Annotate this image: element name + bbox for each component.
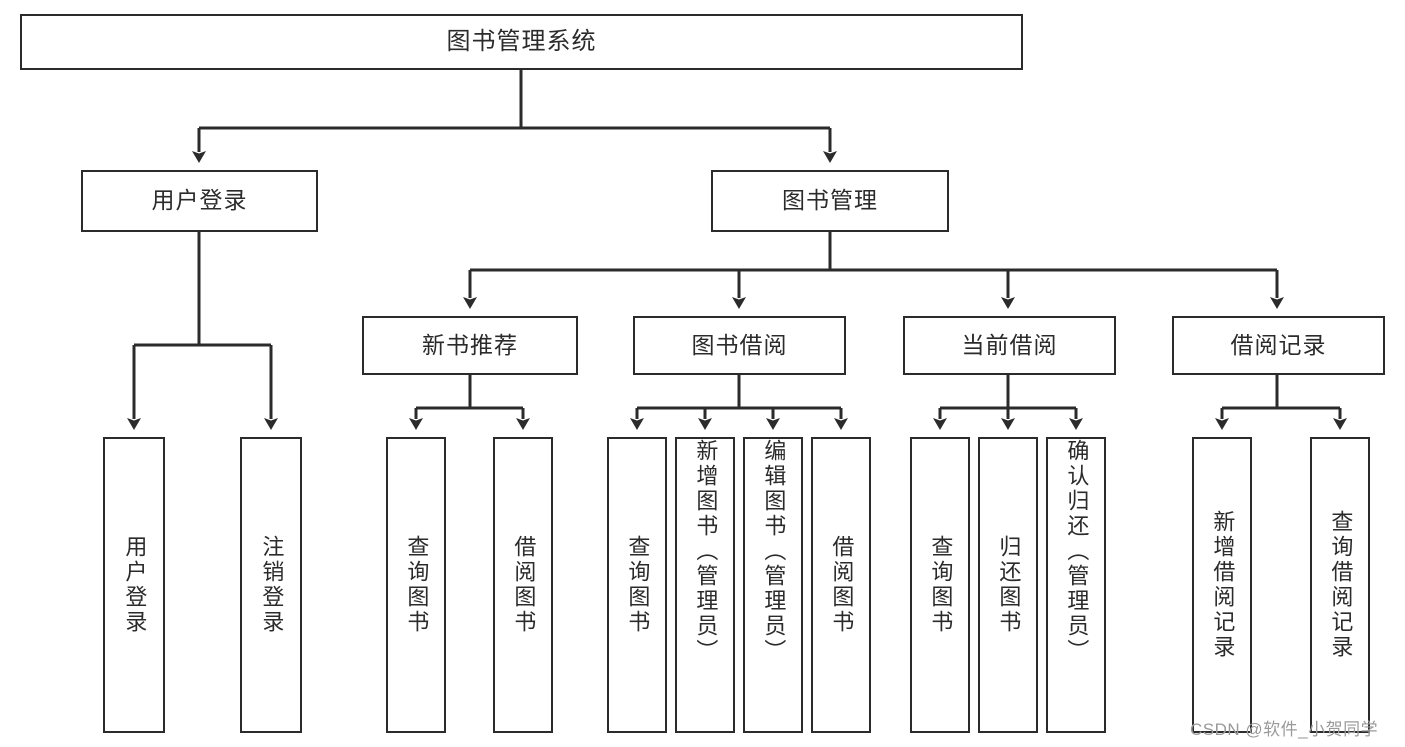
node-label: 图书管理系统 <box>446 27 597 55</box>
leaf-borrow-book-recommend[interactable]: 借阅图书 <box>493 437 553 733</box>
csdn-watermark: CSDN @软件_小贺同学 <box>1190 720 1379 739</box>
leaf-add-book[interactable]: 新增图书（管理员） <box>675 437 735 733</box>
leaf-edit-book[interactable]: 编辑图书（管理员） <box>743 437 803 733</box>
node-root-system[interactable]: 图书管理系统 <box>20 14 1023 70</box>
node-new-book-recommend[interactable]: 新书推荐 <box>362 316 578 375</box>
node-label: 查询图书 <box>928 535 954 635</box>
node-label: 注销登录 <box>259 535 285 635</box>
leaf-user-login[interactable]: 用户登录 <box>103 437 165 733</box>
node-label: 新书推荐 <box>422 331 518 358</box>
node-user-login[interactable]: 用户登录 <box>81 170 318 232</box>
node-label: 新增图书（管理员） <box>693 439 719 664</box>
leaf-confirm-return[interactable]: 确认归还（管理员） <box>1046 437 1106 733</box>
node-borrow-record[interactable]: 借阅记录 <box>1172 316 1385 375</box>
node-label: 借阅图书 <box>511 535 537 635</box>
node-label: 查询借阅记录 <box>1328 510 1354 660</box>
node-book-management[interactable]: 图书管理 <box>711 170 949 232</box>
node-label: 查询图书 <box>625 535 651 635</box>
node-label: 借阅图书 <box>829 535 855 635</box>
leaf-logout[interactable]: 注销登录 <box>240 437 302 733</box>
node-current-borrow[interactable]: 当前借阅 <box>903 316 1116 375</box>
leaf-borrow-book[interactable]: 借阅图书 <box>811 437 871 733</box>
node-label: 借阅记录 <box>1230 331 1327 358</box>
node-label: 确认归还（管理员） <box>1064 439 1090 664</box>
leaf-add-borrow-record[interactable]: 新增借阅记录 <box>1192 437 1252 733</box>
leaf-query-book-borrow[interactable]: 查询图书 <box>607 437 667 733</box>
leaf-return-book[interactable]: 归还图书 <box>978 437 1038 733</box>
node-label: 编辑图书（管理员） <box>761 439 787 664</box>
node-label: 图书管理 <box>782 187 878 214</box>
leaf-query-book-current[interactable]: 查询图书 <box>910 437 970 733</box>
node-label: 归还图书 <box>996 535 1022 635</box>
node-label: 查询图书 <box>404 535 430 635</box>
node-book-borrow[interactable]: 图书借阅 <box>633 316 846 375</box>
leaf-query-book-recommend[interactable]: 查询图书 <box>386 437 446 733</box>
leaf-query-borrow-record[interactable]: 查询借阅记录 <box>1310 437 1370 733</box>
node-label: 图书借阅 <box>691 331 788 358</box>
node-label: 用户登录 <box>151 187 248 214</box>
node-label: 当前借阅 <box>961 331 1058 358</box>
node-label: 用户登录 <box>122 535 148 635</box>
node-label: 新增借阅记录 <box>1210 510 1236 660</box>
